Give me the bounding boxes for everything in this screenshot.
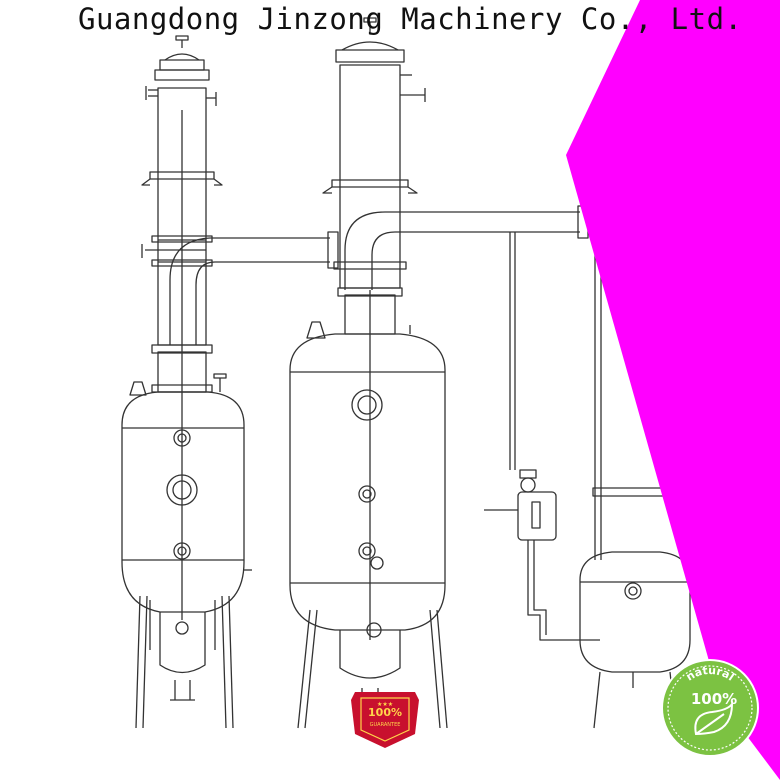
middle-vessel xyxy=(289,333,446,631)
middle-column xyxy=(339,64,401,289)
company-title: Guangdong Jinzong Machinery Co., Ltd. xyxy=(78,2,743,36)
sight-glass-icon xyxy=(358,485,376,503)
left-legs xyxy=(135,595,234,729)
vapor-pipes xyxy=(169,205,589,470)
manhole-icon xyxy=(351,389,383,421)
middle-manholes xyxy=(351,389,384,638)
leaf-icon xyxy=(694,700,734,736)
left-vessel xyxy=(121,391,245,613)
star-icon: ★★★ xyxy=(377,701,393,708)
natural-percent: 100% xyxy=(691,690,737,708)
sight-glass-icon xyxy=(173,429,191,447)
left-manholes xyxy=(166,429,198,635)
promo-banner xyxy=(566,0,780,780)
sight-glass-icon xyxy=(624,582,642,600)
separator xyxy=(484,469,600,641)
natural-badge: natural 100% xyxy=(661,659,759,757)
guarantee-percent: 100% xyxy=(368,706,402,719)
left-sump xyxy=(159,612,206,674)
left-evaporator xyxy=(121,35,252,729)
middle-evaporator xyxy=(289,17,448,729)
guarantee-badge: 100% GUARANTEE ★★★ xyxy=(351,692,419,748)
manhole-icon xyxy=(166,474,198,506)
guarantee-label: GUARANTEE xyxy=(370,722,401,728)
